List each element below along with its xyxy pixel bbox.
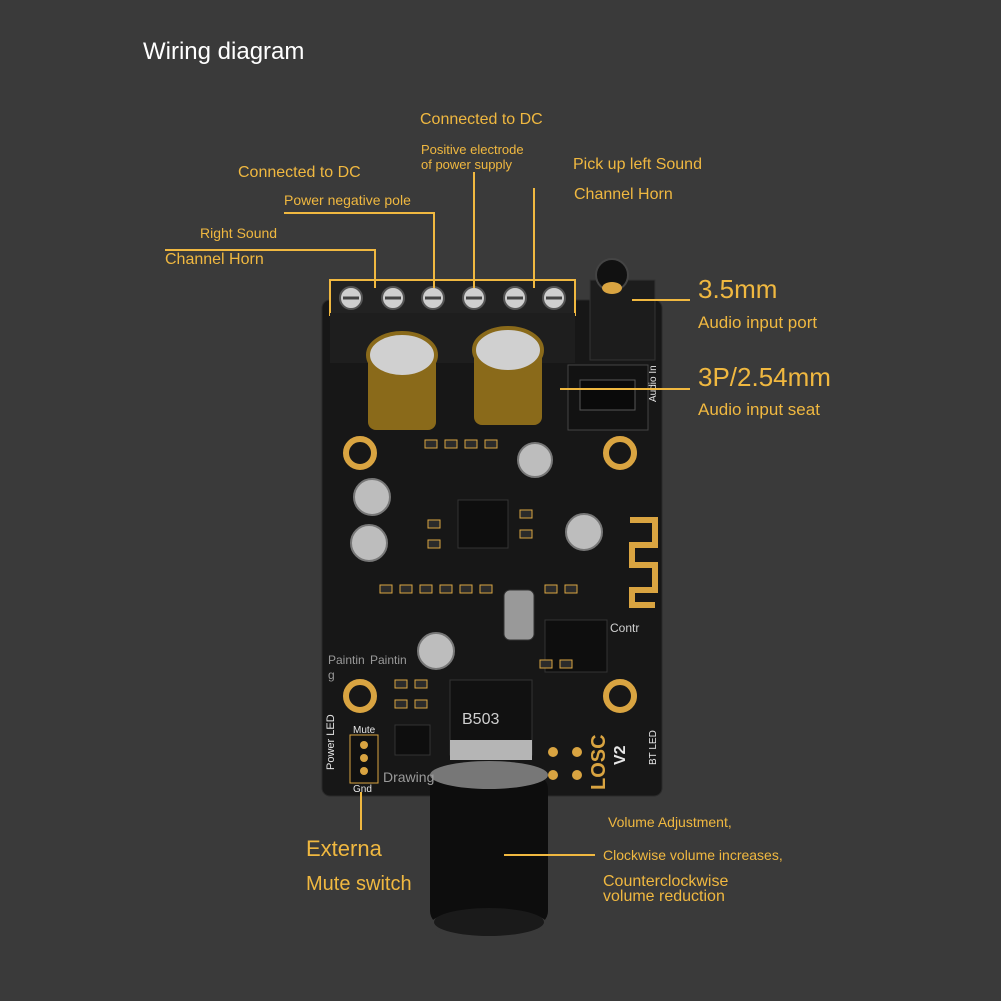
contr-label: Contr: [610, 621, 639, 635]
power-led-label: Power LED: [325, 714, 337, 770]
left-horn-label-1: Pick up left Sound: [573, 156, 702, 173]
losc-logo: LOSC: [588, 734, 610, 790]
dc-positive-sub-2: of power supply: [421, 157, 513, 172]
audio-jack-3-5mm: [589, 279, 656, 361]
volume-knob: [430, 761, 548, 941]
dc-negative-sub: Power negative pole: [284, 192, 411, 208]
ic-chips: [394, 499, 608, 756]
terminal-block: [329, 279, 576, 316]
leader-right-horn: [165, 249, 376, 288]
antenna-trace: [629, 517, 658, 608]
right-horn-label-1: Right Sound: [200, 225, 278, 241]
drawing-board-label: Drawing: [383, 769, 434, 785]
mute-header: [349, 734, 379, 784]
audio-in-board-label: Audio In: [648, 365, 659, 402]
dc-negative-title: Connected to DC: [238, 164, 361, 181]
volume-label-2: Clockwise volume increases,: [603, 847, 783, 863]
dc-positive-sub-1: Positive electrode: [421, 142, 524, 157]
dc-positive-title: Connected to DC: [420, 111, 543, 128]
painting-label-1a: Paintin: [328, 653, 365, 667]
bt-pads: [548, 747, 582, 780]
audio-port-label-1: 3.5mm: [698, 274, 778, 304]
page-title: Wiring diagram: [143, 38, 305, 65]
smd-components: [379, 439, 578, 709]
volume-label-3: Counterclockwise: [603, 873, 729, 890]
leader-lines: [165, 172, 690, 856]
leader-dc-negative: [284, 212, 435, 288]
mute-board-label: Mute: [353, 725, 376, 736]
audio-seat-label-1: 3P/2.54mm: [698, 362, 831, 392]
painting-label-1b: g: [328, 668, 335, 682]
volume-label-4: volume reduction: [603, 888, 725, 905]
painting-label-2: Paintin: [370, 653, 407, 667]
big-capacitors: [366, 326, 544, 430]
gnd-board-label: Gnd: [353, 784, 372, 795]
mute-label-1: Externa: [306, 836, 382, 861]
left-horn-label-2: Channel Horn: [574, 186, 673, 203]
mute-label-2: Mute switch: [306, 873, 412, 895]
pot-code: B503: [462, 711, 499, 728]
bt-led-label: BT LED: [648, 730, 659, 765]
audio-seat-label-2: Audio input seat: [698, 400, 820, 419]
right-horn-label-2: Channel Horn: [165, 251, 264, 268]
small-capacitors: [350, 442, 603, 670]
volume-label-1: Volume Adjustment,: [608, 814, 732, 830]
v2-label: V2: [612, 745, 629, 765]
mounting-holes: [343, 436, 637, 713]
audio-port-label-2: Audio input port: [698, 313, 818, 332]
